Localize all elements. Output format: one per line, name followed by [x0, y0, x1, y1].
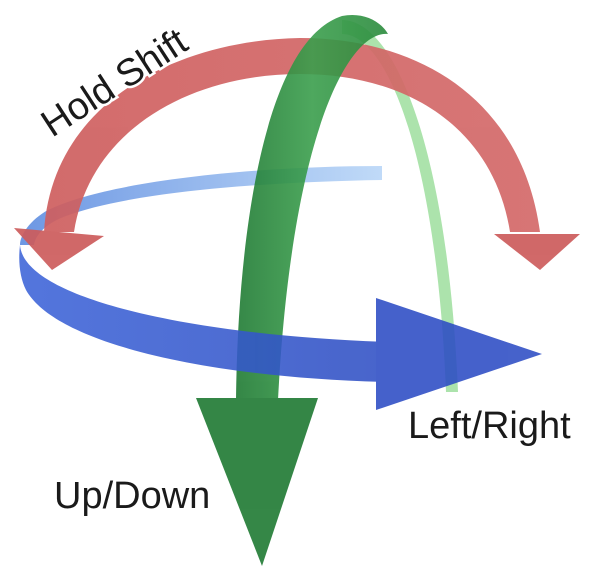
left-right-label: Left/Right	[408, 405, 571, 447]
green-arrowhead	[196, 398, 318, 566]
blue-arrow-band	[19, 245, 388, 382]
green-arrow	[196, 15, 388, 566]
red-arrowhead-right	[494, 234, 580, 270]
blue-arrowhead	[376, 298, 542, 410]
up-down-label: Up/Down	[54, 475, 210, 517]
